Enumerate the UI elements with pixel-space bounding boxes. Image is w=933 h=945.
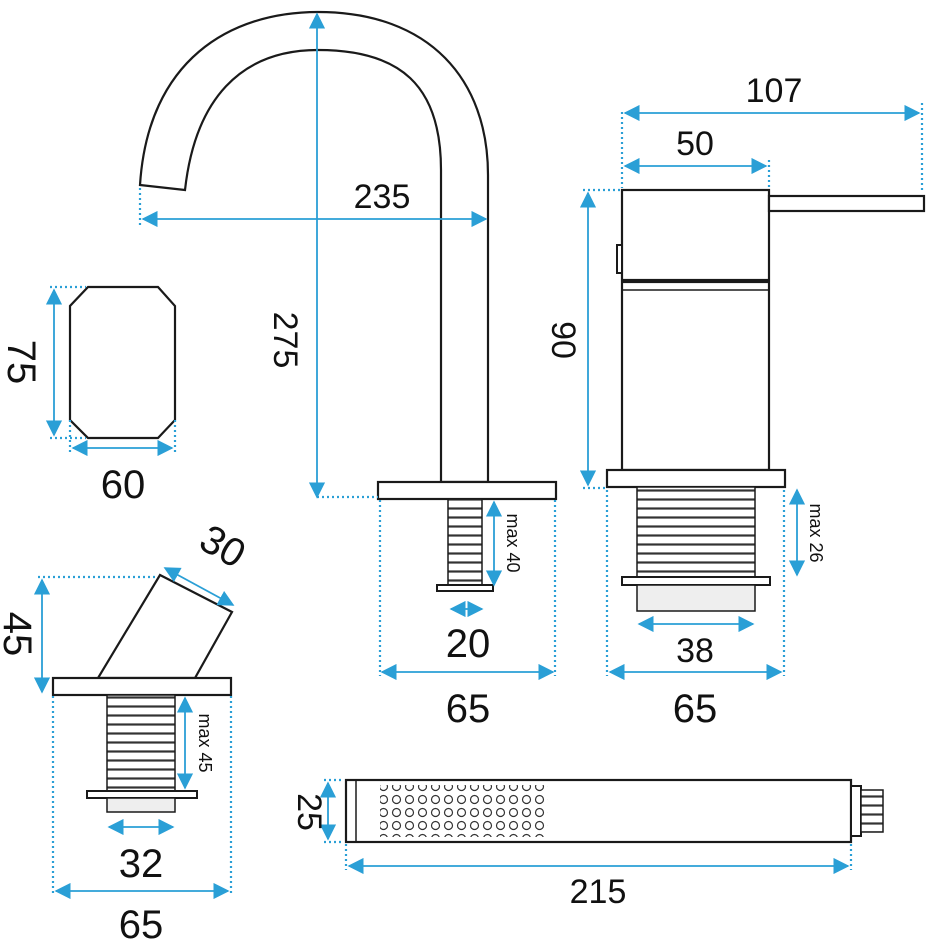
spout-reach-label: 235 (354, 178, 411, 216)
holder-size-label: 30 (192, 517, 253, 577)
holder-drawing (51, 573, 234, 813)
spout-dimensions (138, 12, 557, 681)
spout-base-plate (376, 480, 558, 501)
holder-base-plate (51, 676, 233, 697)
spout-thread (447, 498, 483, 586)
mixer-dimensions (579, 103, 924, 681)
mixer-total-label: 107 (746, 72, 803, 110)
holder-base-label: 65 (119, 903, 164, 945)
spout-nut (436, 584, 494, 592)
spout-max-label: max 40 (503, 513, 523, 572)
handshower-connector (860, 789, 884, 833)
holder-size-line (163, 567, 235, 606)
mixer-drawing (605, 188, 926, 612)
mixer-height-label: 90 (544, 321, 582, 359)
spout-drawing (138, 10, 558, 592)
mixer-button (616, 244, 623, 274)
holder-arm (96, 573, 234, 680)
holder-thread-label: 32 (119, 842, 164, 886)
handshower-length-label: 215 (570, 873, 627, 911)
mixer-body-label: 50 (676, 125, 714, 163)
holder-max-label: max 45 (195, 713, 215, 772)
escutcheon-plate (68, 285, 177, 440)
mixer-base-label: 65 (673, 687, 718, 731)
mixer-thread-label: 38 (676, 632, 714, 670)
escutcheon-width-label: 60 (101, 463, 146, 507)
holder-thread (106, 694, 176, 792)
handshower-drawing (344, 778, 884, 844)
mixer-base-plate (605, 468, 787, 489)
holder-washer (86, 790, 198, 799)
mixer-body (620, 280, 771, 472)
spout-thread-label: 20 (446, 622, 491, 666)
handshower-collar (850, 785, 862, 837)
escutcheon-dimensions (45, 285, 177, 457)
mixer-cap (620, 188, 771, 282)
handshower-spray-holes (380, 785, 548, 837)
handshower-dia-label: 25 (290, 793, 328, 831)
escutcheon-drawing (68, 285, 177, 440)
mixer-thread (636, 486, 756, 578)
mixer-washer (621, 576, 771, 586)
holder-dimensions (33, 567, 235, 900)
handshower-dimensions (319, 778, 853, 875)
spout-pipe (138, 10, 490, 484)
spout-base-label: 65 (446, 687, 491, 731)
escutcheon-height-label: 75 (0, 340, 43, 385)
mixer-nut (636, 584, 756, 612)
spout-height-label: 275 (266, 312, 304, 369)
holder-nut (106, 797, 176, 813)
mixer-max-label: max 26 (806, 503, 826, 562)
holder-height-label: 45 (0, 612, 39, 657)
mixer-lever (767, 194, 926, 213)
